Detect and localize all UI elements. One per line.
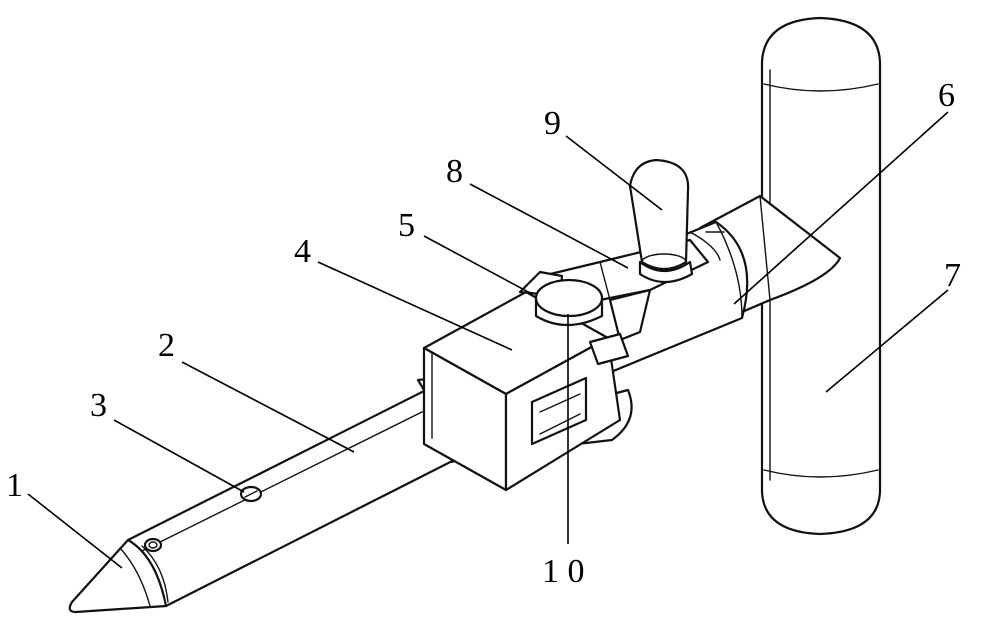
leader-8 <box>469 183 629 269</box>
leader-5 <box>423 235 533 295</box>
lever-handle <box>628 158 694 284</box>
leader-3 <box>113 419 245 493</box>
round-knob <box>534 278 604 326</box>
leader-2 <box>181 361 355 453</box>
callout-7: 7 <box>944 257 961 294</box>
screw-holes <box>143 485 263 553</box>
callout-5: 5 <box>398 207 415 244</box>
callout-8: 8 <box>446 153 463 190</box>
callout-10: 1 0 <box>542 553 585 590</box>
leader-lines <box>27 111 949 569</box>
callout-2: 2 <box>158 327 175 364</box>
callout-4: 4 <box>294 233 311 270</box>
callout-labels: 1 2 3 4 5 6 7 8 9 1 0 <box>6 77 961 590</box>
callout-9: 9 <box>544 105 561 142</box>
leader-6 <box>733 111 949 305</box>
leader-9 <box>565 135 663 211</box>
leader-4 <box>317 261 513 351</box>
tip <box>68 538 169 614</box>
callout-3: 3 <box>90 387 107 424</box>
leader-7 <box>825 289 949 393</box>
leader-1 <box>27 493 123 569</box>
callout-1: 1 <box>6 467 23 504</box>
callout-6: 6 <box>938 77 955 114</box>
